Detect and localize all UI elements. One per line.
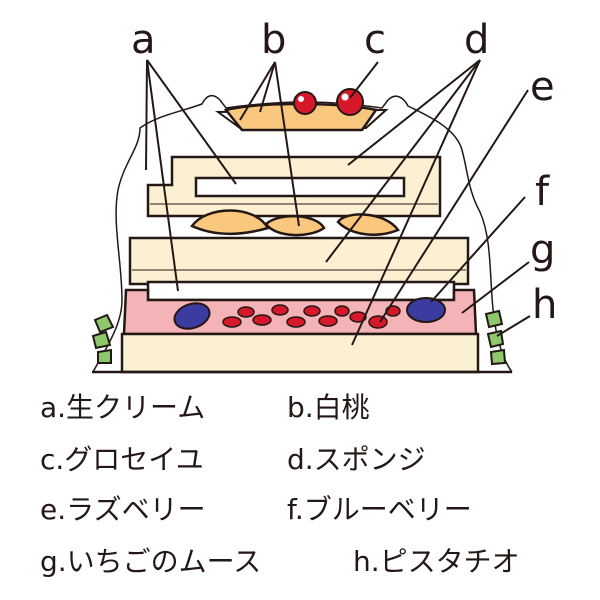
callout-f: f: [535, 169, 550, 215]
blueberry-left: [173, 302, 211, 330]
callout-g: g: [530, 227, 555, 273]
raspberry-piece: [252, 314, 272, 326]
pistachio-piece: [93, 313, 115, 334]
grosseille-highlight-2: [341, 93, 349, 101]
sponge-middle: [128, 236, 470, 286]
raspberry-piece: [303, 305, 321, 317]
callout-c: c: [364, 17, 386, 63]
raspberry-piece: [368, 315, 388, 329]
grosseille-highlight-1: [298, 96, 304, 102]
peach-slice-2: [264, 214, 326, 237]
raspberry-piece: [222, 316, 242, 328]
raspberry-piece: [318, 315, 338, 327]
grosseille-berry-2: [336, 88, 364, 116]
peach-slice-3: [336, 213, 400, 236]
callout-b: b: [261, 17, 286, 63]
pistachio-piece: [489, 348, 507, 366]
raspberry-piece: [271, 304, 289, 316]
pistachio-piece: [97, 348, 112, 364]
callout-a: a: [131, 17, 156, 63]
sponge-bottom: [120, 332, 480, 374]
pistachio-piece: [484, 309, 504, 329]
cream-strip-upper: [194, 176, 406, 198]
callout-e: e: [530, 64, 555, 110]
raspberry-piece: [349, 311, 367, 323]
leader-lines: [145, 59, 531, 346]
callout-d: d: [464, 17, 489, 63]
raspberry-piece: [237, 306, 255, 318]
raspberry-piece: [286, 316, 306, 328]
cream-strip-middle: [146, 280, 456, 302]
callout-h: h: [532, 282, 557, 328]
pistachio-piece: [91, 330, 112, 350]
blueberry-right: [406, 297, 446, 323]
raspberry-piece: [334, 305, 350, 317]
grosseille-berry-1: [293, 91, 317, 115]
peach-top: [223, 102, 379, 132]
